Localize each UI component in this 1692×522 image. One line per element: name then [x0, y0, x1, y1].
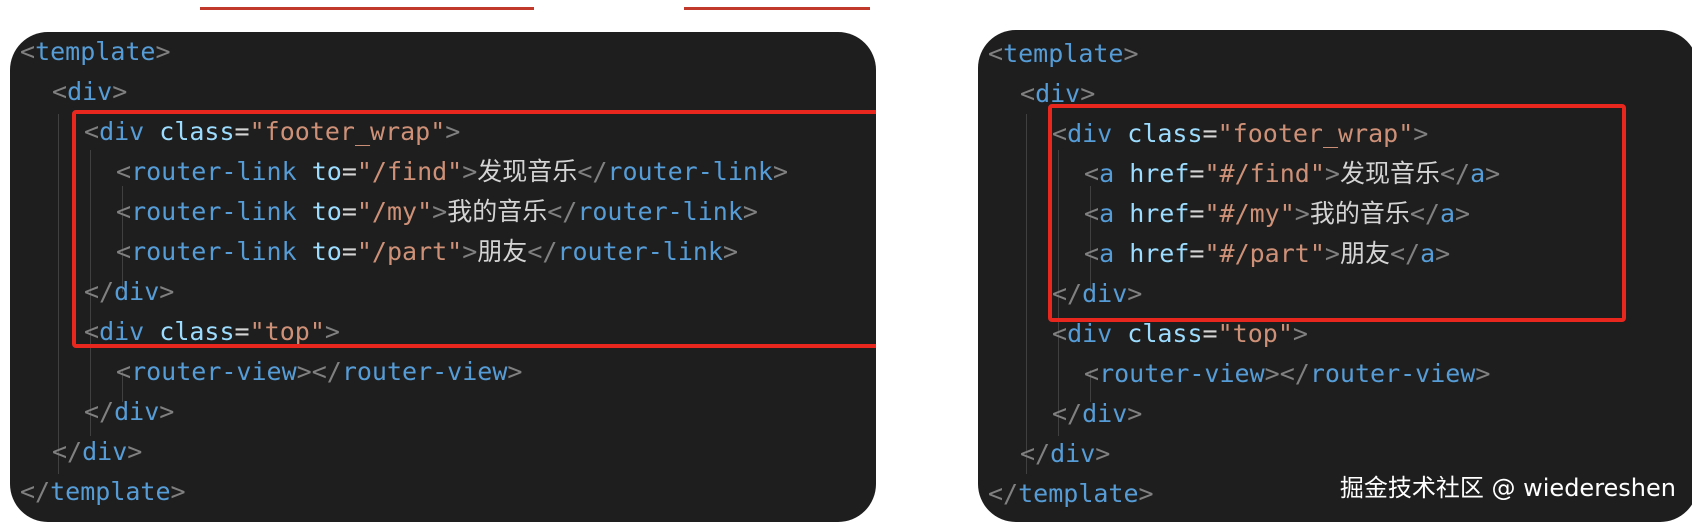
indent-guide: [122, 186, 123, 292]
code-line: </div>: [1020, 439, 1111, 468]
right-code-block: <template> <div> <div class="footer_wrap…: [978, 30, 1692, 522]
code-line: <a href="#/my">我的音乐</a>: [1084, 199, 1471, 228]
code-line: <router-link to="/part">朋友</router-link>: [116, 237, 739, 266]
code-line: </div>: [52, 437, 143, 466]
code-line: </div>: [1052, 399, 1143, 428]
left-code-panel: <template> <div> <div class="footer_wrap…: [10, 32, 876, 522]
code-line: </template>: [988, 479, 1154, 508]
code-line: <div class="footer_wrap">: [84, 117, 461, 146]
code-line: <div class="footer_wrap">: [1052, 119, 1429, 148]
highlight-box: [1048, 104, 1626, 322]
code-line: <div>: [52, 77, 128, 106]
indent-guide: [90, 150, 91, 436]
code-line: <div>: [1020, 79, 1096, 108]
right-code-panel: <template> <div> <div class="footer_wrap…: [978, 30, 1692, 522]
code-line: <router-view></router-view>: [1084, 359, 1491, 388]
indent-guide: [1026, 114, 1027, 474]
top-decor-line-right: [684, 7, 870, 10]
code-line: </template>: [20, 477, 186, 506]
code-line: <template>: [20, 37, 171, 66]
highlight-box: [72, 110, 876, 348]
code-line: <router-view></router-view>: [116, 357, 523, 386]
code-line: <a href="#/part">朋友</a>: [1084, 239, 1451, 268]
code-line: <template>: [988, 39, 1139, 68]
indent-guide: [122, 370, 123, 402]
code-line: <router-link to="/my">我的音乐</router-link>: [116, 197, 758, 226]
code-line: <div class="top">: [84, 317, 340, 346]
indent-guide: [1090, 186, 1091, 292]
indent-guide: [1090, 370, 1091, 402]
top-decor-line-left: [200, 7, 534, 10]
code-line: <a href="#/find">发现音乐</a>: [1084, 159, 1501, 188]
code-line: </div>: [1052, 279, 1143, 308]
code-line: <router-link to="/find">发现音乐</router-lin…: [116, 157, 789, 186]
code-line: </div>: [84, 397, 175, 426]
code-line: <div class="top">: [1052, 319, 1308, 348]
indent-guide: [58, 114, 59, 474]
watermark-text: 掘金技术社区 @ wiedereshen: [1339, 474, 1676, 502]
indent-guide: [1058, 150, 1059, 436]
code-line: </div>: [84, 277, 175, 306]
left-code-block: <template> <div> <div class="footer_wrap…: [10, 32, 876, 522]
